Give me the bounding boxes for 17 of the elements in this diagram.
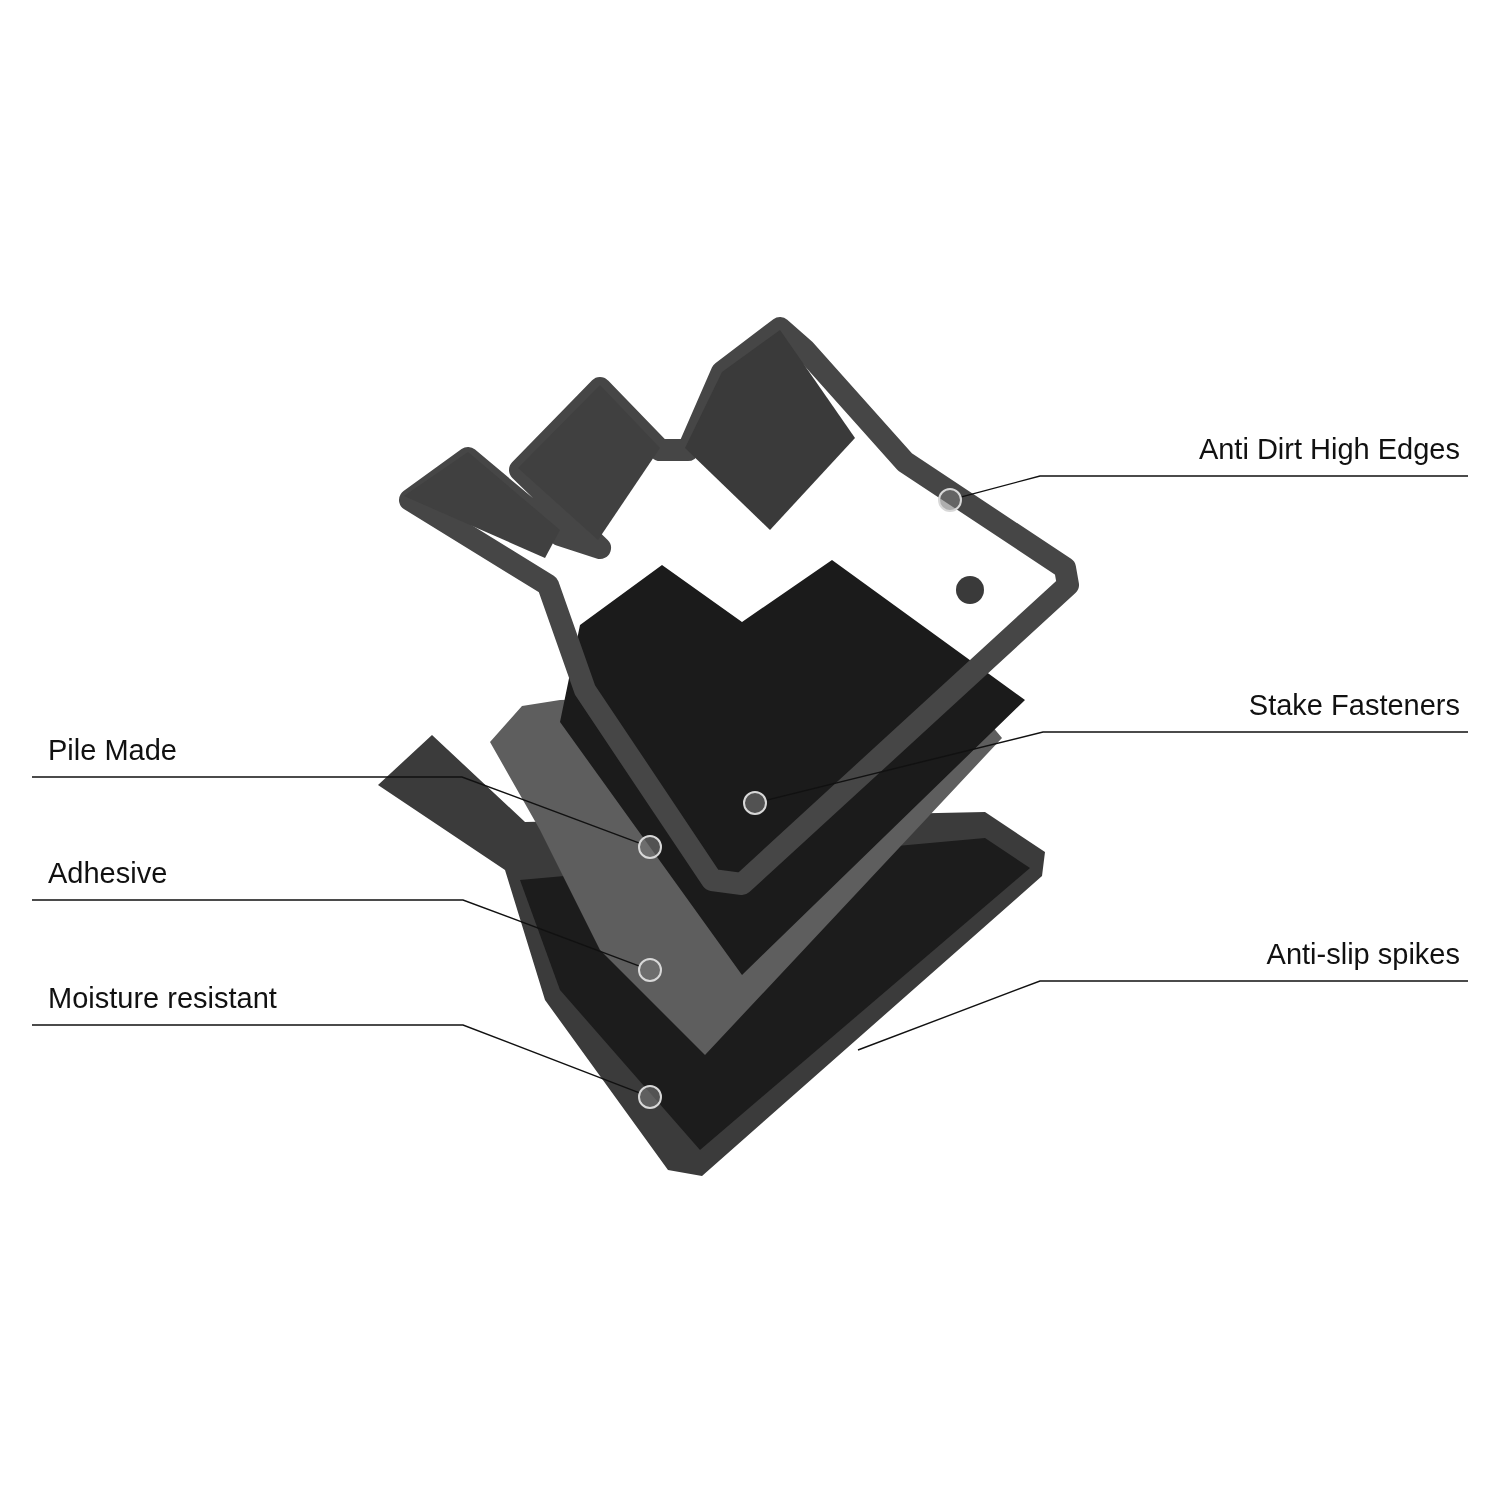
leader-line [31, 776, 640, 844]
callout-label: Pile Made [32, 721, 462, 777]
marker-circle [743, 791, 767, 815]
callout-label: Adhesive [32, 844, 463, 900]
callout-label: Moisture resistant [32, 969, 463, 1025]
marker-circle [638, 835, 662, 859]
marker-circle [638, 1085, 662, 1109]
marker-circle [638, 958, 662, 982]
leader-line [857, 980, 1469, 1051]
leader-line [766, 731, 1469, 801]
marker-circle [938, 488, 962, 512]
leader-line [31, 1024, 640, 1094]
leader-line [960, 475, 1469, 498]
callout-label: Stake Fasteners [1043, 676, 1468, 732]
callout-label: Anti-slip spikes [1040, 925, 1468, 981]
callout-label: Anti Dirt High Edges [1040, 420, 1468, 476]
leader-line [31, 899, 640, 967]
